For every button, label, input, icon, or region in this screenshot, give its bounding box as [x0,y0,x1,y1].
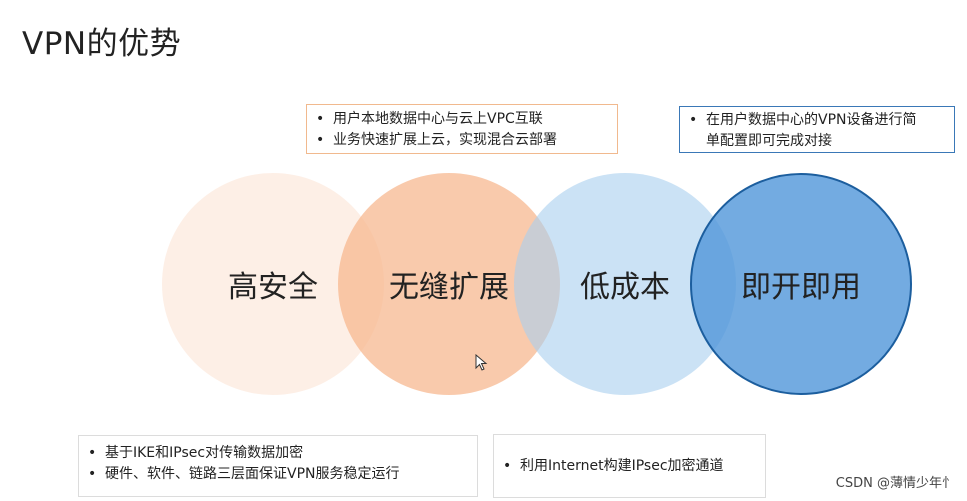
watermark: CSDN @薄情少年忄 [835,476,955,491]
callout-ready-to-use: 在用户数据中心的VPN设备进行简单配置即可完成对接 [679,106,955,153]
slide-title: VPN的优势 [22,26,182,62]
circle-label-high-security: 高安全 [228,270,318,305]
callout-low-cost: 利用Internet构建IPsec加密通道 [493,434,766,498]
bullet-item: 硬件、软件、链路三层面保证VPN服务稳定运行 [79,464,477,485]
circle-label-seamless-expansion: 无缝扩展 [389,270,509,305]
bullet-item: 利用Internet构建IPsec加密通道 [494,456,765,477]
bullet-item: 用户本地数据中心与云上VPC互联 [307,109,617,130]
bullet-item: 基于IKE和IPsec对传输数据加密 [79,443,477,464]
callout-seamless-expansion: 用户本地数据中心与云上VPC互联 业务快速扩展上云，实现混合云部署 [306,104,618,154]
bullet-item: 业务快速扩展上云，实现混合云部署 [307,130,617,151]
circle-label-low-cost: 低成本 [580,270,670,305]
mouse-cursor-icon [475,354,488,371]
circle-ready-to-use: 即开即用 [690,173,912,395]
circle-label-ready-to-use: 即开即用 [741,270,861,305]
callout-high-security: 基于IKE和IPsec对传输数据加密 硬件、软件、链路三层面保证VPN服务稳定运… [78,435,478,497]
bullet-item: 在用户数据中心的VPN设备进行简单配置即可完成对接 [680,110,930,152]
